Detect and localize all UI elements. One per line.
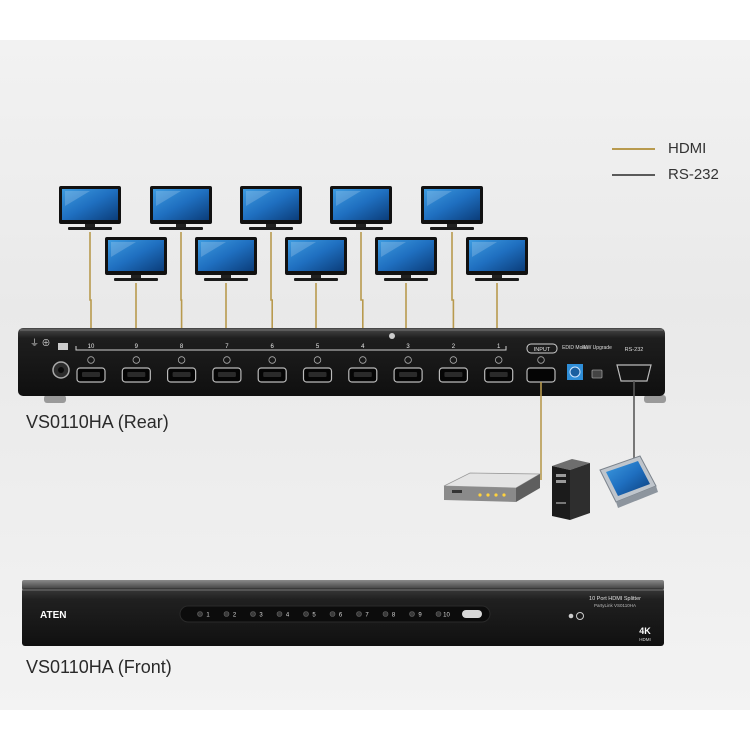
legend-hdmi-label: HDMI	[668, 140, 707, 157]
port-led-5: 5	[303, 611, 316, 619]
hdmi-output-port-8[interactable]: 8	[167, 344, 197, 383]
port-number: 9	[135, 344, 139, 350]
rear-caption: VS0110HA (Rear)	[26, 412, 169, 432]
badge-4k: 4K	[639, 626, 651, 636]
fw-upgrade-switch[interactable]	[591, 369, 603, 379]
port-number: 4	[361, 344, 365, 350]
port-led-9: 9	[409, 611, 422, 619]
hdmi-output-port-3[interactable]: 3	[393, 344, 423, 383]
monitor-icon	[195, 237, 257, 281]
port-number: 7	[225, 344, 229, 350]
source-cables	[540, 381, 635, 480]
hdmi-output-port-9[interactable]: 9	[121, 344, 151, 383]
monitor-icon	[466, 237, 528, 281]
rs232-port-label: RS-232	[625, 347, 644, 353]
rs232-port[interactable]	[616, 364, 652, 382]
port-number: 8	[180, 344, 184, 350]
hdmi-output-port-5[interactable]: 5	[302, 344, 333, 383]
rear-foot-right	[644, 395, 666, 403]
monitor-icon	[375, 237, 437, 281]
hdmi-output-port-4[interactable]: 4	[348, 344, 378, 383]
badge-hdmi: HDMI	[639, 637, 651, 642]
power-button[interactable]	[576, 612, 584, 620]
svg-text:8: 8	[392, 613, 396, 619]
legend	[612, 148, 655, 176]
monitor-icon	[150, 186, 212, 230]
media-player-icon	[443, 472, 542, 502]
svg-text:5: 5	[312, 613, 316, 619]
power-label-mark	[58, 343, 68, 350]
svg-text:10: 10	[443, 613, 450, 619]
port-led-2: 2	[223, 611, 237, 619]
port-led-7: 7	[356, 611, 369, 619]
rear-foot-left	[44, 395, 66, 403]
front-top-cap	[22, 580, 664, 590]
port-led-6: 6	[329, 611, 343, 619]
power-led	[568, 613, 574, 619]
front-panel: ATEN 10 Port HDMI Splitter PartyLink VS0…	[22, 580, 664, 646]
monitor-icon	[285, 237, 347, 281]
model-line: PartyLink VS0110HA	[594, 603, 636, 608]
monitor-icon	[421, 186, 483, 230]
port-led-10: 10	[435, 611, 450, 619]
hdmi-output-port-10[interactable]: 10	[76, 344, 106, 383]
pc-tower-icon	[552, 459, 590, 520]
port-led-3: 3	[250, 611, 263, 619]
input-label: INPUT	[534, 347, 551, 353]
rear-panel: ⏚ ⊕ 10 9 8 7 6 5 4 3 2 1 INPUT EDID Mode F/W Upgr…	[18, 328, 666, 403]
port-led-8: 8	[382, 611, 396, 619]
port-number: 1	[497, 344, 501, 350]
ground-symbol: ⏚ ⊕	[30, 338, 51, 348]
hdmi-output-port-1[interactable]: 1	[484, 344, 514, 383]
aten-logo: ATEN	[40, 610, 66, 621]
touch-panel-icon	[599, 455, 658, 508]
input-label-box	[526, 343, 558, 354]
hdmi-output-port-2[interactable]: 2	[438, 344, 468, 383]
fw-upgrade-label: F/W Upgrade	[582, 345, 612, 351]
port-number: 5	[316, 344, 320, 350]
port-led-1: 1	[197, 611, 210, 619]
edid-label: EDID Mode	[562, 345, 588, 351]
hdmi-output-port-7[interactable]: 7	[212, 344, 242, 383]
rear-screw	[389, 333, 395, 339]
hdmi-input-port[interactable]	[526, 367, 556, 383]
monitor-icon	[240, 186, 302, 230]
monitor-icon	[59, 186, 121, 230]
hdmi-output-port-6[interactable]: 6	[257, 344, 287, 383]
port-number: 3	[406, 344, 410, 350]
legend-rs232-label: RS-232	[668, 166, 719, 183]
svg-text:9: 9	[418, 613, 422, 619]
rear-chassis	[18, 328, 665, 396]
port-number: 2	[452, 344, 456, 350]
svg-text:3: 3	[259, 613, 263, 619]
port-led-4: 4	[276, 611, 290, 619]
monitor-icon	[330, 186, 392, 230]
input-led-badge	[462, 610, 482, 618]
svg-text:2: 2	[233, 613, 237, 619]
monitor-icon	[105, 237, 167, 281]
port-number: 10	[88, 344, 95, 350]
front-caption: VS0110HA (Front)	[26, 657, 172, 677]
svg-text:6: 6	[339, 613, 343, 619]
monitor-group	[59, 186, 528, 281]
port-number: 6	[271, 344, 275, 350]
svg-text:4: 4	[286, 613, 290, 619]
svg-text:1: 1	[206, 613, 210, 619]
svg-text:7: 7	[365, 613, 369, 619]
product-name: 10 Port HDMI Splitter	[589, 596, 641, 602]
